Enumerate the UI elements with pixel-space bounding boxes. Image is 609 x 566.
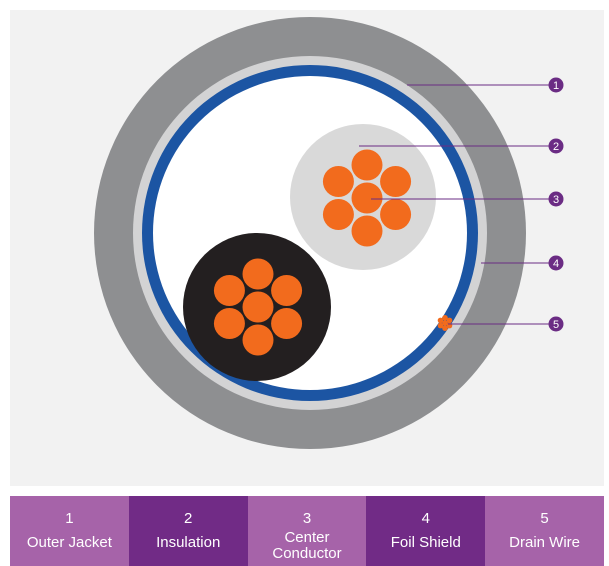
callout-badge-3: 3 [548, 191, 564, 207]
legend-bar: 1 Outer Jacket 2 Insulation 3 Center Con… [10, 496, 604, 566]
legend-label: Outer Jacket [26, 534, 112, 551]
drain-wire-strand [442, 325, 448, 332]
conductor-strand [351, 149, 383, 181]
legend-label: Insulation [156, 534, 221, 551]
legend-number: 3 [302, 510, 312, 527]
callout-badge-4: 4 [548, 255, 564, 271]
drain-wire-strand [442, 320, 448, 326]
legend-item-center-conductor: 3 Center Conductor [247, 496, 367, 566]
legend-label: Center Conductor [272, 529, 342, 562]
legend-item-outer-jacket: 1 Outer Jacket [10, 496, 129, 566]
callout-badge-2: 2 [548, 138, 564, 154]
conductor-strand [213, 308, 245, 339]
drain-wire-strand [446, 317, 453, 324]
legend-item-insulation: 2 Insulation [128, 496, 248, 566]
conductor-strand [242, 291, 274, 323]
conductor-strand [351, 215, 383, 247]
conductor-strand [213, 275, 245, 306]
drain-wire-strand [437, 322, 444, 329]
conductor-strand [271, 308, 303, 339]
legend-label: Drain Wire [509, 534, 580, 551]
legend-number: 5 [540, 510, 549, 527]
conductor-strand [242, 324, 274, 356]
legend-label: Foil Shield [390, 534, 461, 551]
conductor-strand [322, 199, 354, 230]
conductor-strand [380, 166, 412, 197]
center-conductor-light [322, 149, 412, 247]
callout-number-2: 2 [553, 141, 559, 153]
conductor-strand [322, 166, 354, 197]
legend-item-drain-wire: 5 Drain Wire [485, 496, 604, 566]
callout-number-3: 3 [553, 194, 559, 206]
conductor-strand [242, 258, 274, 290]
callout-number-1: 1 [553, 80, 559, 92]
legend-item-foil-shield: 4 Foil Shield [366, 496, 486, 566]
conductor-strand [380, 199, 412, 230]
callout-number-4: 4 [553, 258, 559, 270]
center-conductor-dark [213, 258, 303, 356]
callout-lines [359, 84, 556, 325]
callout-badge-5: 5 [548, 316, 564, 332]
conductor-strand [271, 275, 303, 306]
callout-number-5: 5 [553, 319, 559, 331]
callout-badge-1: 1 [548, 77, 564, 93]
legend-number: 1 [65, 510, 74, 527]
drain-wire-strand [437, 317, 444, 324]
legend-number: 2 [184, 510, 193, 527]
conductor-strand [351, 182, 383, 214]
drain-wire-strand [442, 315, 448, 321]
legend-number: 4 [421, 510, 430, 527]
